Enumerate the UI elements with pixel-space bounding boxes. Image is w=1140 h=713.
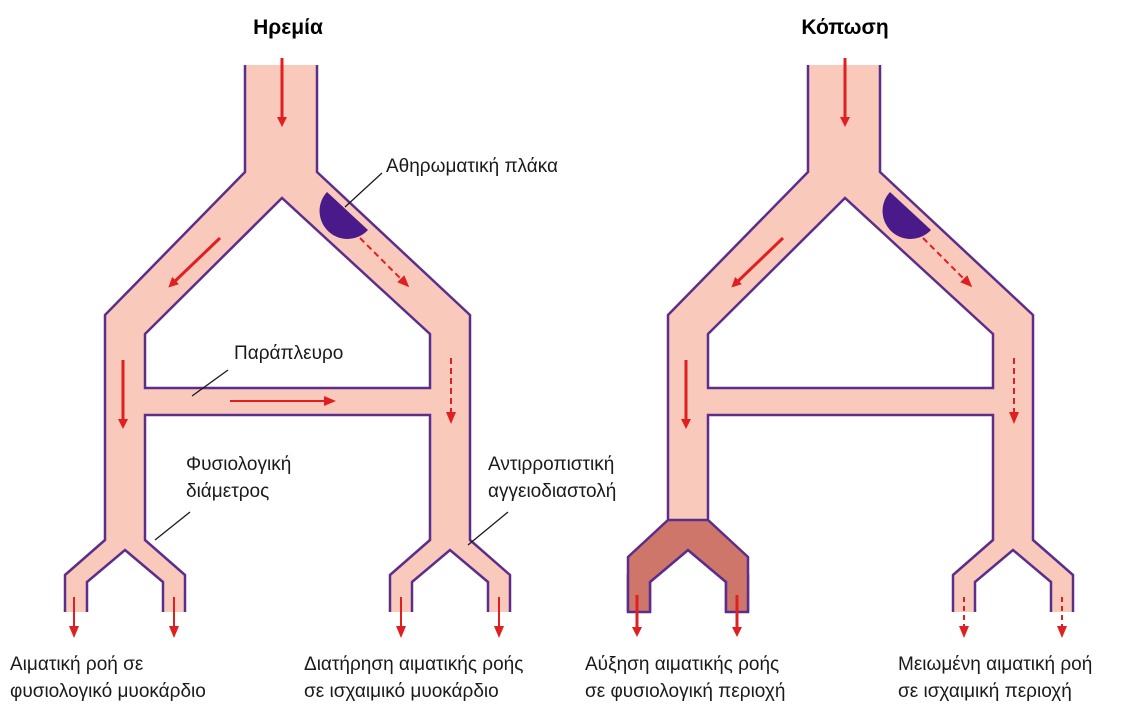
rest-caption-left-line1: Αιματική ροή σε — [10, 654, 144, 675]
rest-caption-right-line1: Διατήρηση αιματικής ροής — [304, 654, 523, 675]
collateral-label: Παράπλευρο — [234, 343, 343, 364]
exercise-caption-left-line1: Αύξηση αιματικής ροής — [585, 654, 779, 675]
comp-vasodilation-label-line1: Αντιρροπιστική — [488, 454, 614, 475]
comp-vasodilation-label-line2: αγγειοδιαστολή — [488, 481, 616, 502]
exercise-caption-right-line2: σε ισχαιμική περιοχή — [898, 681, 1072, 702]
rest-vessel-tree — [65, 65, 510, 612]
normal-diameter-label-line2: διάμετρος — [186, 481, 269, 502]
exercise-title: Κόπωση — [801, 16, 888, 39]
increased-flow-region — [628, 520, 748, 612]
rest-panel: Ηρεμία Αθηρωματική πλάκα Παράπλευρο Φυσι… — [10, 16, 616, 702]
rest-caption-right-line2: σε ισχαιμικό μυοκάρδιο — [304, 681, 499, 702]
exercise-caption-right-line1: Μειωμένη αιματική ροή — [898, 654, 1092, 675]
plaque-label: Αθηρωματική πλάκα — [386, 156, 558, 177]
normal-diameter-label-line1: Φυσιολογική — [186, 454, 291, 475]
rest-title: Ηρεμία — [253, 16, 323, 39]
exercise-panel: Κόπωση Αύξηση αιματικής ροής σε φυσιολογ… — [585, 16, 1092, 702]
exercise-vessel-tree — [628, 65, 1073, 612]
rest-caption-left-line2: φυσιολογικό μυοκάρδιο — [10, 681, 206, 702]
exercise-caption-left-line2: σε φυσιολογική περιοχή — [585, 681, 785, 702]
